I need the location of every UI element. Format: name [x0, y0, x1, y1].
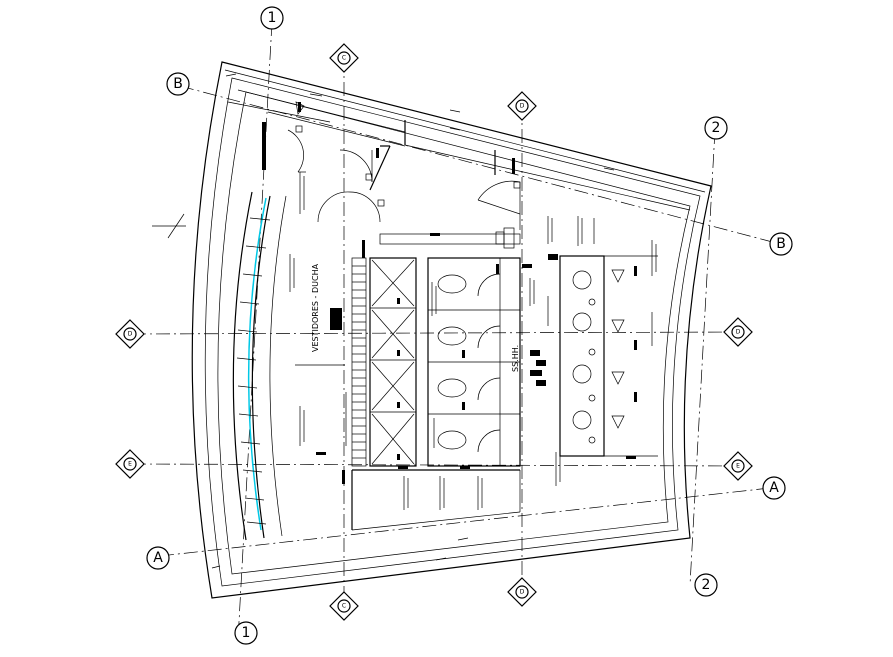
section-marker-d-left: D: [115, 319, 145, 349]
outer-walls: [191, 61, 712, 599]
grid-bubble-1-top: 1: [260, 6, 284, 30]
grid-label-b-right: B: [776, 236, 786, 252]
grid-label-1-bottom: 1: [242, 625, 251, 641]
room-label-vestidores: VESTIDORES - DUCHA: [311, 263, 320, 352]
section-marker-e-right: E: [723, 451, 753, 481]
svg-text:C: C: [342, 55, 346, 62]
grid-bubble-2-top: 2: [704, 116, 728, 140]
svg-text:C: C: [342, 603, 346, 610]
svg-text:E: E: [736, 463, 740, 470]
grid-bubble-a-left: A: [146, 546, 170, 570]
grid-label-2-bottom: 2: [702, 577, 711, 593]
solid-blocks: [330, 254, 558, 484]
toilet-stalls: [427, 257, 521, 467]
grid-bubble-2-bottom: 2: [694, 573, 718, 597]
shower-stalls: [351, 240, 417, 467]
annotation-marks: [152, 73, 657, 569]
grid-axes: [131, 21, 781, 641]
grid-bubble-1-bottom: 1: [234, 621, 258, 645]
grid-bubble-b-left: B: [166, 72, 190, 96]
grid-bubble-a-right: A: [762, 476, 786, 500]
grid-bubble-b-right: B: [769, 232, 793, 256]
svg-text:D: D: [128, 331, 133, 338]
lower-walls: [316, 452, 636, 531]
svg-text:D: D: [520, 103, 525, 110]
svg-text:E: E: [128, 461, 132, 468]
locker-bench: [232, 191, 345, 541]
entry-area: [262, 101, 406, 223]
grid-label-1-top: 1: [268, 10, 277, 26]
section-marker-c-top: C: [329, 43, 359, 73]
lavatory-counter: [559, 255, 658, 457]
section-marker-d-right: D: [723, 317, 753, 347]
section-marker-c-bottom: C: [329, 591, 359, 621]
section-marker-e-left: E: [115, 449, 145, 479]
room-label-sshh: SS.HH.: [511, 345, 520, 372]
grid-label-a-left: A: [153, 550, 163, 566]
section-marker-d-top: D: [507, 91, 537, 121]
svg-text:D: D: [520, 589, 525, 596]
svg-text:D: D: [736, 329, 741, 336]
grid-label-b-left: B: [173, 76, 183, 92]
grid-label-2-top: 2: [712, 120, 721, 136]
grid-label-a-right: A: [769, 480, 779, 496]
upper-right-wall: [379, 120, 691, 249]
section-marker-d-bottom: D: [507, 577, 537, 607]
